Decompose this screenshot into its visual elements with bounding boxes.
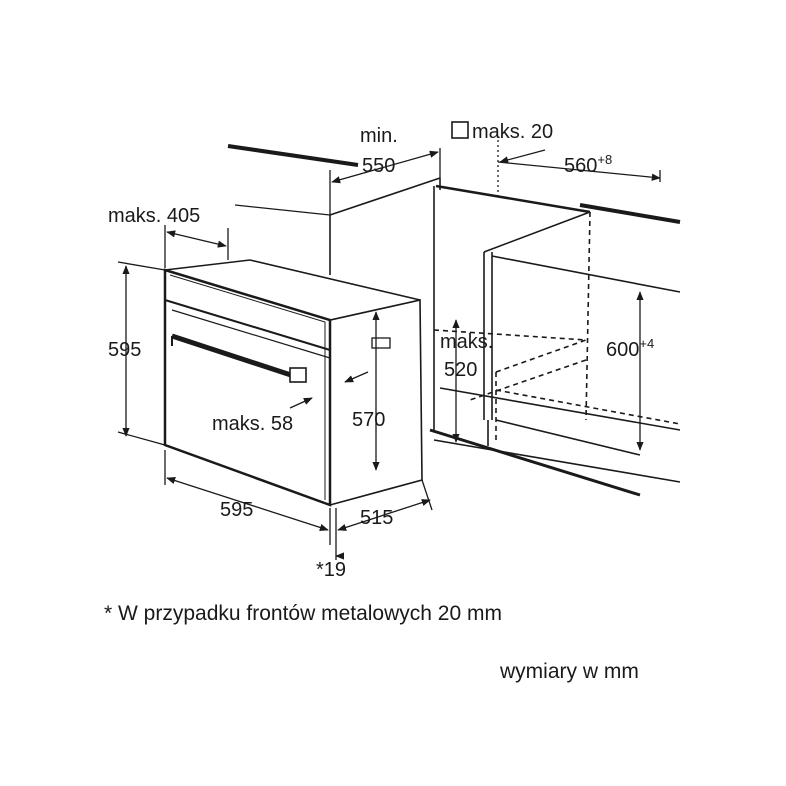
- label-maks-405: maks. 405: [108, 205, 200, 227]
- label-min-550-top: min.: [360, 125, 398, 147]
- dimension-lines: [117, 121, 661, 560]
- label-19: *19: [316, 559, 346, 581]
- label-560: 560+8: [564, 152, 612, 177]
- cabinet-niche: [227, 144, 681, 497]
- footnote: * W przypadku frontów metalowych 20 mm: [104, 602, 502, 625]
- label-maks-520-bottom: 520: [444, 359, 477, 381]
- dimension-labels: min. 550 maks. 20 560+8 maks. 405 595 60…: [108, 121, 654, 581]
- label-570: 570: [352, 409, 385, 431]
- label-maks-58: maks. 58: [212, 413, 293, 435]
- label-maks-520-top: maks.: [440, 331, 493, 353]
- label-min-550-bottom: 550: [362, 155, 395, 177]
- units-note: wymiary w mm: [500, 660, 639, 683]
- label-595-width: 595: [220, 499, 253, 521]
- label-600: 600+4: [606, 336, 654, 361]
- label-595-height: 595: [108, 339, 141, 361]
- label-maks-20: maks. 20: [472, 121, 553, 143]
- label-515: 515: [360, 507, 393, 529]
- oven: [163, 259, 423, 507]
